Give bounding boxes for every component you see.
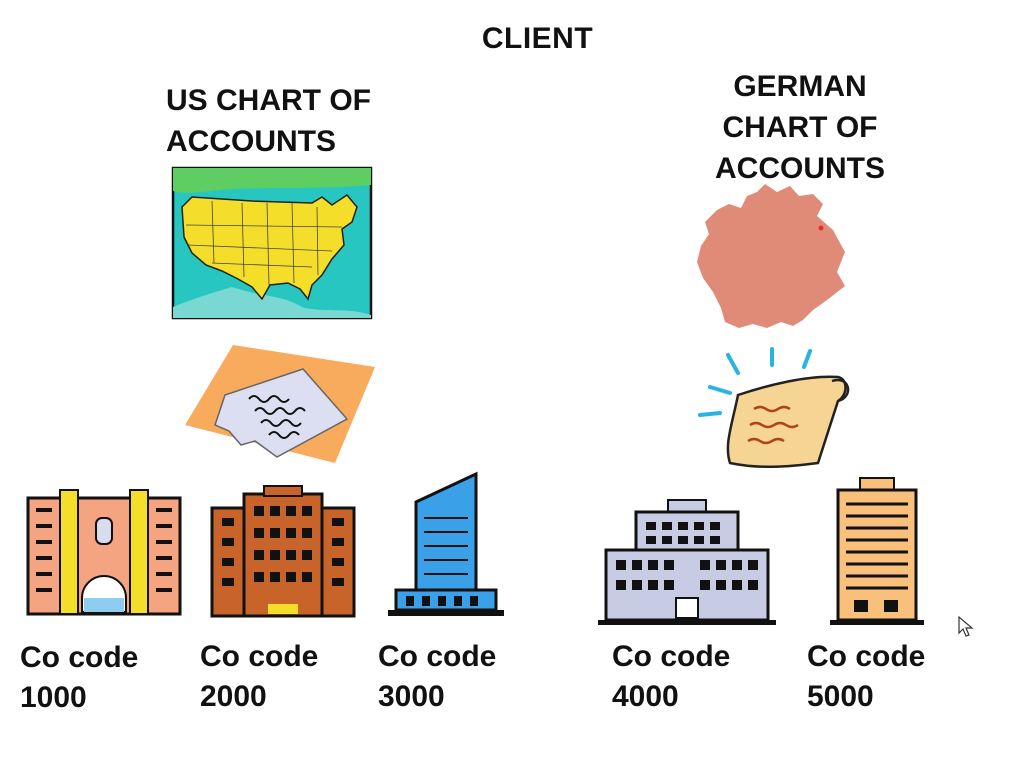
usa-map-icon: [171, 166, 373, 320]
company-code-number: 2000: [200, 680, 267, 713]
tower-icon: [388, 471, 504, 616]
highrise-icon: [830, 477, 924, 625]
company-code-1000: Co code 1000: [20, 638, 138, 718]
us-chart-heading-line-2: ACCOUNTS: [166, 125, 336, 158]
company-code-2000: Co code 2000: [200, 637, 318, 717]
german-chart-heading-line-3: ACCOUNTS: [715, 152, 885, 185]
company-code-number: 5000: [807, 680, 874, 713]
german-chart-heading-line-2: CHART OF: [722, 111, 878, 144]
office-building-icon: [598, 499, 776, 625]
germany-map-icon: [697, 184, 845, 328]
company-code-label: Co code: [807, 640, 926, 673]
company-code-4000: Co code 4000: [612, 637, 730, 717]
company-code-3000: Co code 3000: [378, 637, 496, 717]
company-code-label: Co code: [20, 641, 139, 674]
company-code-number: 3000: [378, 680, 445, 713]
company-code-label: Co code: [200, 640, 319, 673]
client-title: CLIENT: [481, 22, 594, 55]
company-code-number: 4000: [612, 680, 679, 713]
mouse-cursor-icon: [958, 615, 974, 637]
company-code-label: Co code: [378, 640, 497, 673]
german-chart-heading: GERMAN CHART OF ACCOUNTS: [690, 66, 910, 189]
scroll-icon: [698, 347, 850, 468]
company-code-label: Co code: [612, 640, 731, 673]
us-chart-heading-line-1: US CHART OF: [166, 84, 371, 117]
us-chart-heading: US CHART OF ACCOUNTS: [166, 80, 371, 162]
german-chart-heading-line-1: GERMAN: [733, 70, 867, 103]
company-code-5000: Co code 5000: [807, 637, 925, 717]
company-code-number: 1000: [20, 681, 87, 714]
building-icon: [26, 489, 182, 616]
building-icon: [210, 485, 356, 618]
torn-paper-icon: [185, 345, 375, 463]
